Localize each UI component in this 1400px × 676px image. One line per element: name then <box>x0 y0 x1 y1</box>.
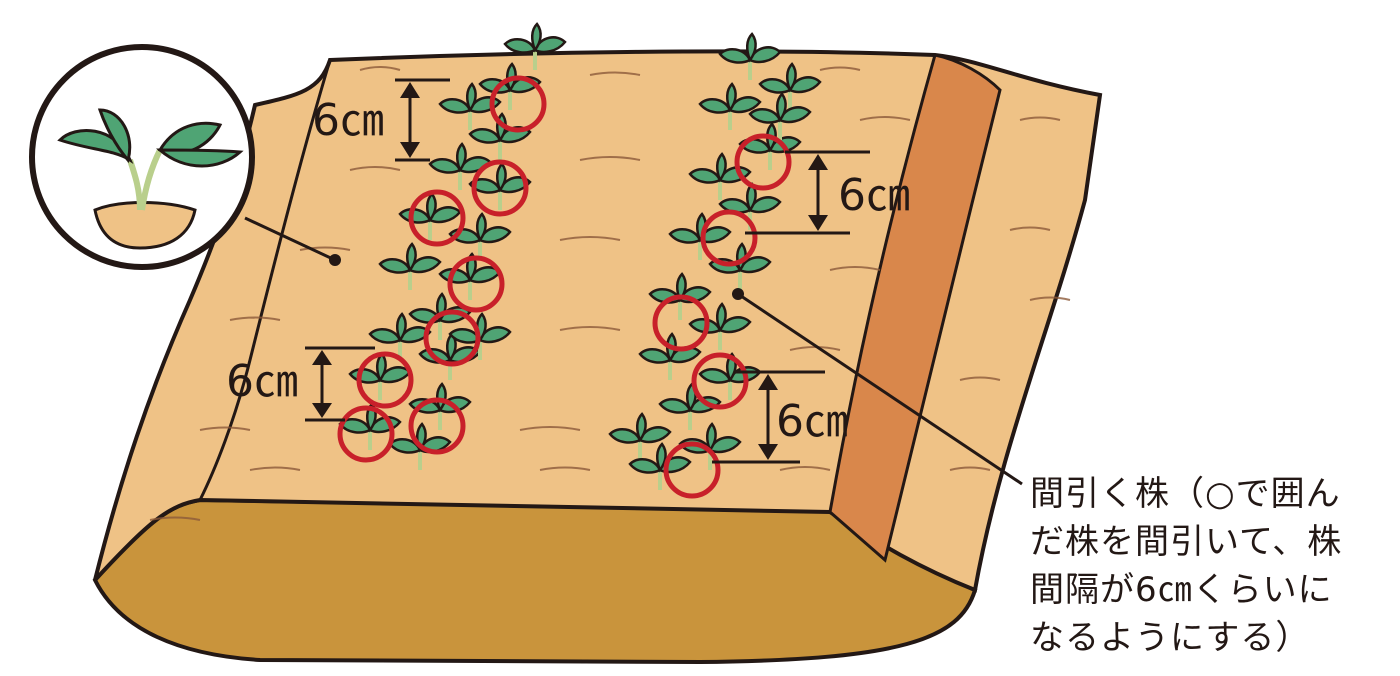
spacing-label-bottom-left: 6㎝ <box>226 356 298 407</box>
thin-circle <box>423 309 481 367</box>
note-line-1: 間引く株（○で囲ん <box>1030 474 1341 514</box>
furrow-strip <box>828 53 1002 563</box>
thin-circle <box>408 189 466 247</box>
thin-circle <box>471 159 529 217</box>
spacing-label-top-right: 6㎝ <box>838 170 910 221</box>
note-line-3: 間隔が6㎝くらいに <box>1030 570 1333 610</box>
thin-circle <box>337 405 395 463</box>
thin-circle <box>356 351 414 409</box>
dimension-marker-top-left <box>395 78 450 162</box>
spacing-label-bottom-right: 6㎝ <box>776 396 848 447</box>
note-leader-line <box>737 292 1023 486</box>
thin-circle <box>691 352 749 410</box>
note-line-4: なるようにする） <box>1030 618 1311 658</box>
magnifier-leader-line <box>244 216 336 262</box>
dimension-marker-top-right <box>745 150 870 235</box>
thin-circle <box>447 255 505 313</box>
thin-circle <box>663 441 721 499</box>
thin-circle <box>734 133 792 191</box>
note-leader-dot <box>732 288 744 300</box>
thin-circle <box>489 75 547 133</box>
thinning-circles <box>337 75 792 499</box>
thinning-note: 間引く株（○で囲ん だ株を間引いて、株 間隔が6㎝くらいに なるようにする） <box>1030 470 1390 662</box>
dimension-marker-bottom-left <box>305 346 375 422</box>
spacing-label-top-left: 6㎝ <box>312 95 384 146</box>
soil-texture <box>149 66 1071 521</box>
dimension-marker-bottom-right <box>712 370 825 464</box>
thin-circle <box>652 294 710 352</box>
thin-circle <box>700 209 758 267</box>
note-line-2: だ株を間引いて、株 <box>1030 522 1343 562</box>
magnifier-leader-dot <box>329 254 341 266</box>
magnifier-circle <box>29 44 255 270</box>
thin-circle <box>408 397 466 455</box>
